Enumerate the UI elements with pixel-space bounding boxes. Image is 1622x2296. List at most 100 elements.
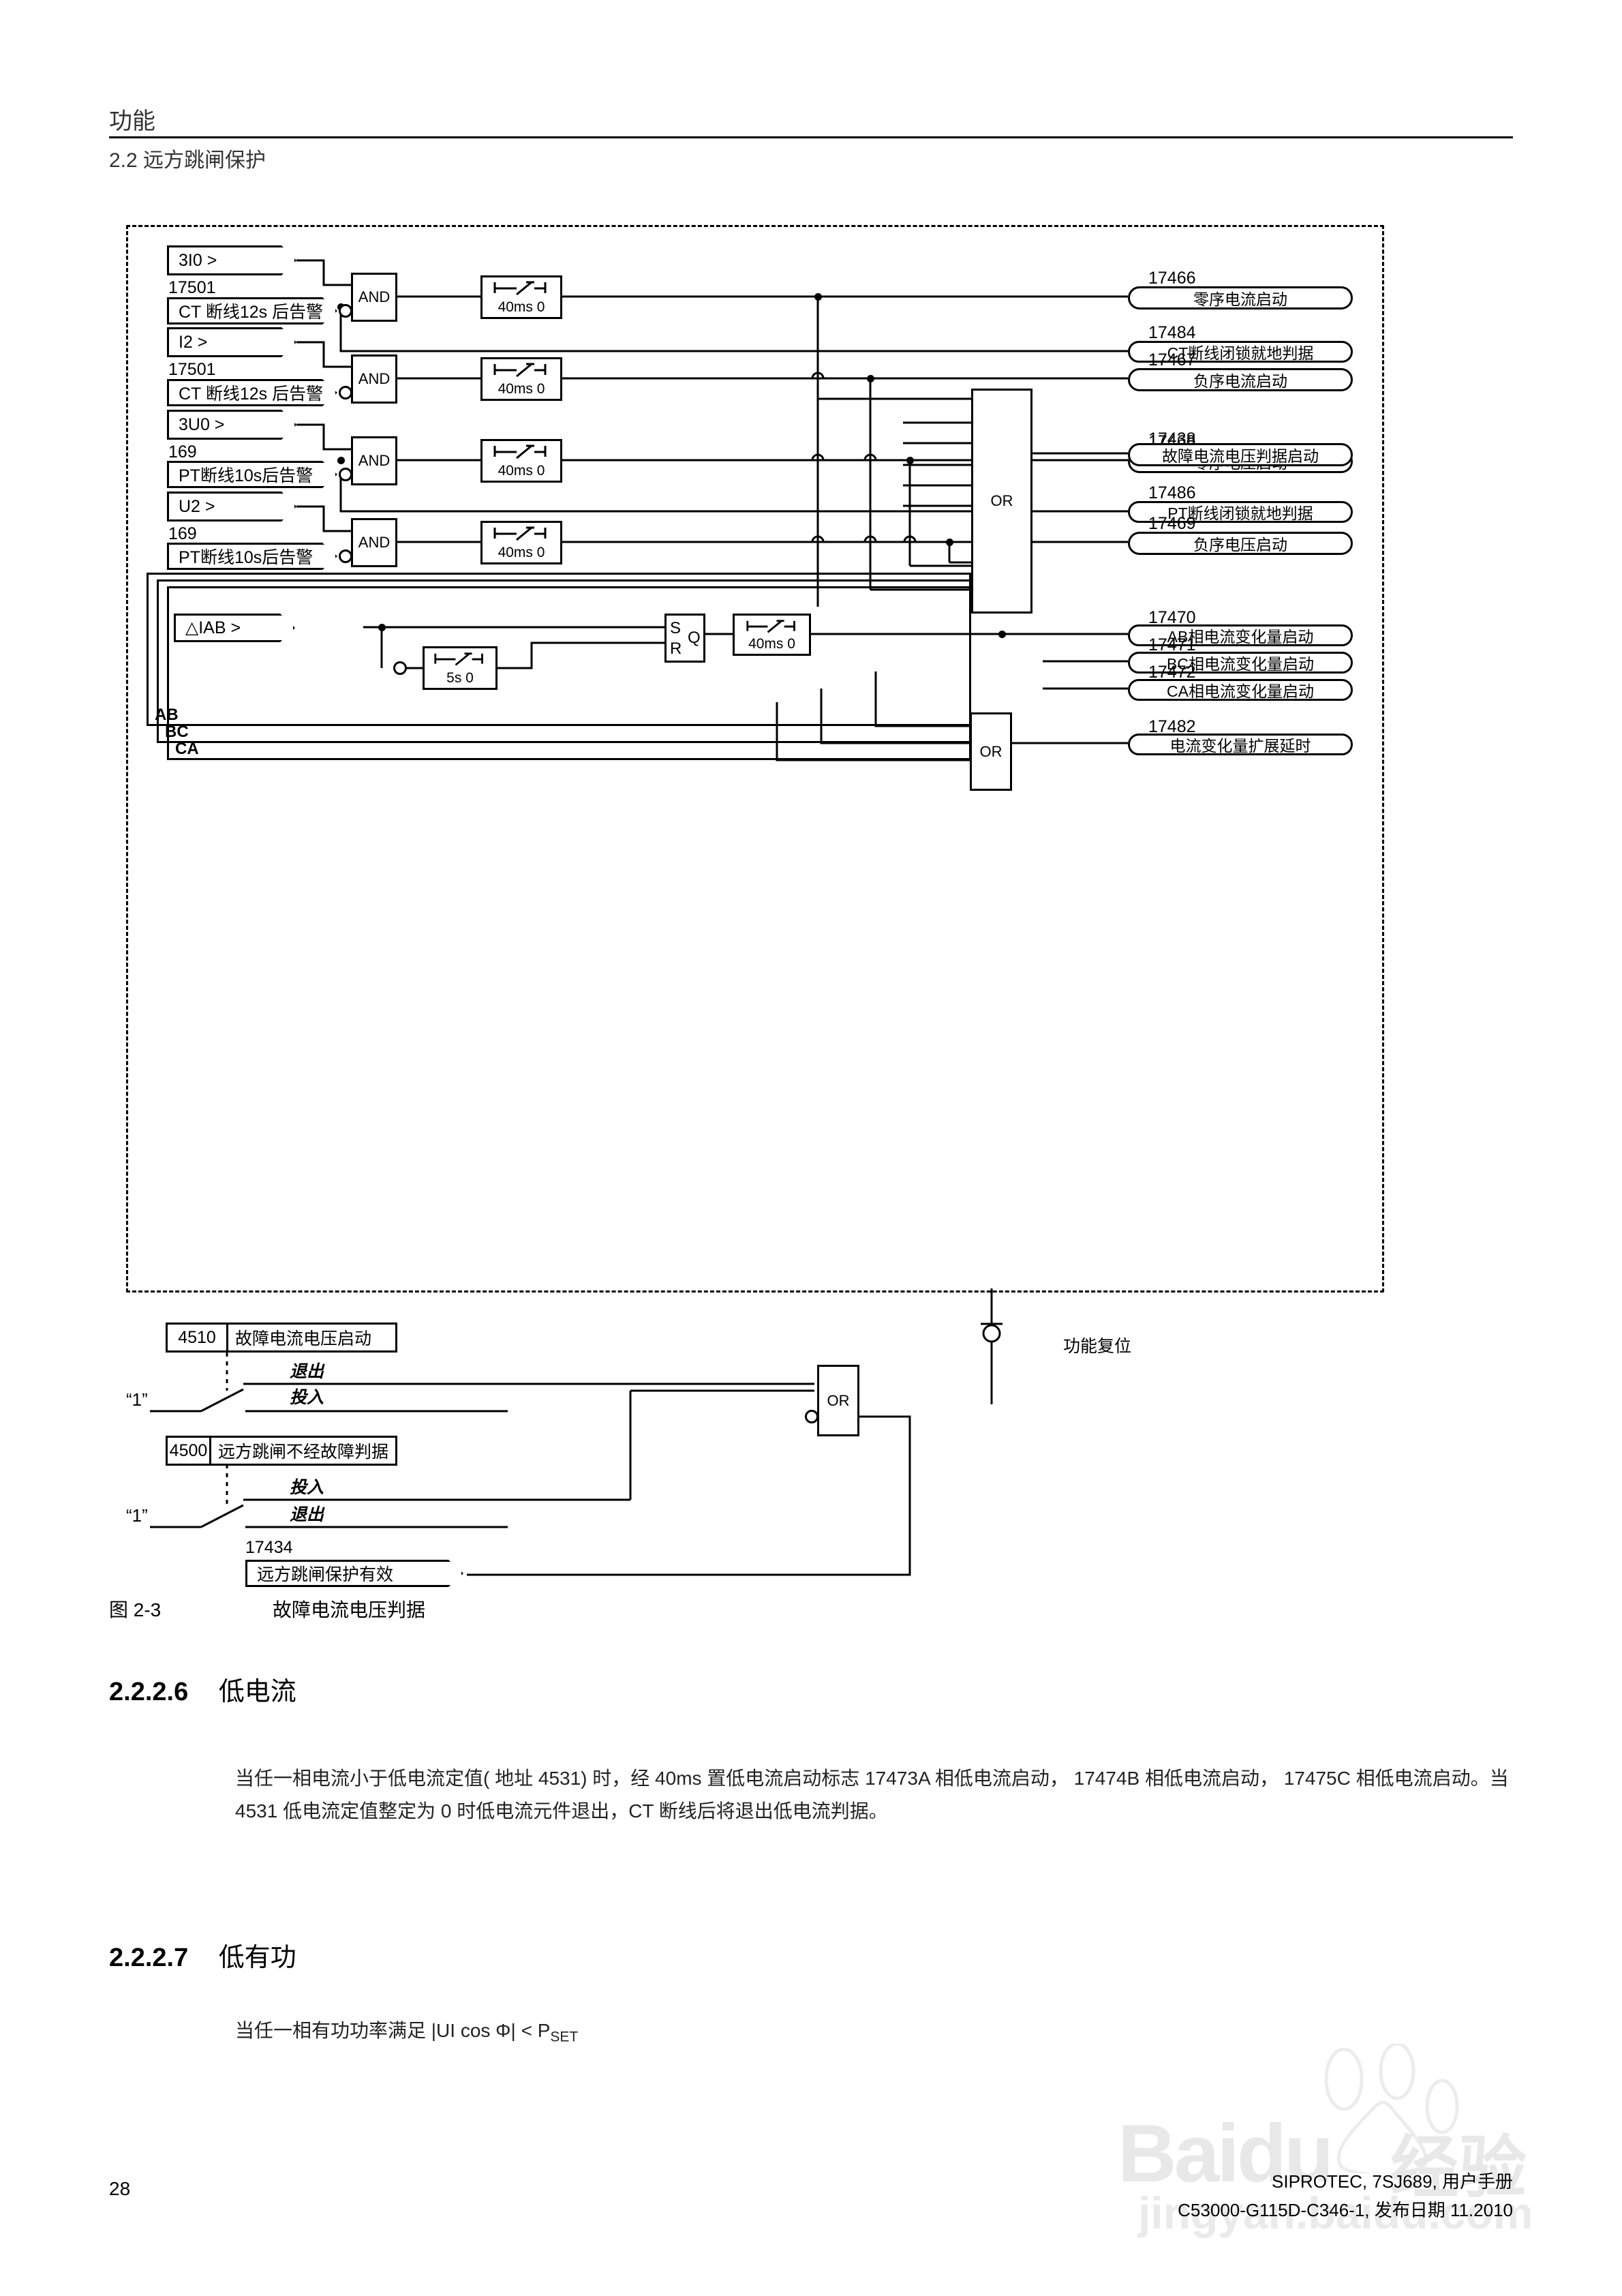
figure-dashed-border: [126, 225, 1384, 1293]
timer-row-1: 40ms 0: [480, 357, 562, 401]
alarm-tag-label: PT断线10s后告警: [179, 548, 313, 567]
and-gate-row-1: AND: [351, 354, 397, 404]
or-gate-main: OR: [971, 389, 1032, 614]
setting-address: 4510: [168, 1325, 228, 1350]
junction-dot: [867, 375, 874, 382]
invert-bubble-row-0: [339, 304, 352, 318]
or-main-output-capsule[interactable]: 故障电流电压判据启动: [1128, 443, 1353, 466]
enable-signal-number: 17434: [245, 1538, 293, 1557]
page-number: 28: [109, 2178, 131, 2199]
timer-icon: [493, 363, 547, 378]
sr-flipflop-s-label: S: [670, 619, 682, 637]
delta-output-capsule-2[interactable]: CA相电流变化量启动: [1128, 679, 1353, 701]
alarm-tag-row-1[interactable]: CT 断线12s 后告警: [167, 379, 337, 406]
or-delta-output-label: 电流变化量扩展延时: [1169, 737, 1311, 755]
section-body-2227: 当任一相有功功率满足 |UI cos Φ| < PSET: [235, 2014, 1516, 2050]
section-title: 低有功: [218, 1944, 296, 1972]
setting-name: 故障电流电压启动: [235, 1329, 372, 1348]
and-gate-label: AND: [358, 452, 391, 469]
switch-label-4500-upper: 投入: [290, 1478, 324, 1497]
phase-group-label-ab: AB: [155, 706, 179, 724]
timer-row-0: 40ms 0: [480, 275, 562, 319]
alarm-tag-row-2[interactable]: PT断线10s后告警: [167, 461, 337, 488]
page-header-section: 2.2 远方跳闸保护: [109, 149, 266, 172]
constant-one-label-4510: “1”: [126, 1389, 148, 1410]
input-tag-row-3[interactable]: U2 >: [167, 492, 296, 522]
and-gate-label: AND: [358, 288, 391, 305]
output-capsule-label: 负序电流启动: [1193, 372, 1287, 390]
delta-output-capsule-1[interactable]: BC相电流变化量启动: [1128, 652, 1353, 674]
delta-output-label: BC相电流变化量启动: [1167, 655, 1314, 673]
block-output-capsule-1[interactable]: PT断线闭锁就地判据: [1128, 501, 1353, 523]
reset-wire-layer: [981, 1288, 1003, 1404]
out-number-row-1: 17467: [1148, 350, 1196, 369]
input-tag-delta-iab[interactable]: △IAB >: [174, 614, 295, 642]
footer-line-1: SIPROTEC, 7SJ689, 用户手册: [1272, 2171, 1513, 2192]
input-tag-row-2[interactable]: 3U0 >: [167, 410, 296, 440]
input-tag-label: 3U0 >: [179, 414, 225, 434]
switch-label-4510-upper: 退出: [290, 1362, 324, 1381]
sr-flipflop: [664, 614, 705, 663]
junction-dot: [337, 457, 345, 464]
timer-row-3: 40ms 0: [480, 521, 562, 564]
output-capsule-label: 负序电压启动: [1193, 536, 1287, 554]
delta-output-capsule-0[interactable]: AB相电流变化量启动: [1128, 624, 1353, 646]
alarm-number-row-3: 169: [168, 524, 197, 543]
input-tag-label: U2 >: [179, 496, 215, 516]
reset-label: 功能复位: [1063, 1337, 1132, 1356]
timer-row-2: 40ms 0: [480, 439, 562, 483]
sr-flipflop-q-label: Q: [688, 629, 701, 647]
and-gate-row-3: AND: [351, 518, 397, 567]
or-gate-label: OR: [990, 492, 1013, 509]
or-delta-output-capsule[interactable]: 电流变化量扩展延时: [1128, 734, 1353, 755]
or-gate-label: OR: [979, 742, 1003, 760]
or-gate-bottom: OR: [817, 1365, 859, 1436]
figure-caption-number: 图 2-3: [109, 1599, 162, 1620]
timer-icon: [493, 281, 547, 296]
input-tag-row-1[interactable]: I2 >: [167, 327, 296, 357]
paw-icon: [1324, 2044, 1459, 2173]
block-output-capsule-0[interactable]: CT断线闭锁就地判据: [1128, 341, 1353, 363]
wire-hops: [811, 372, 917, 543]
setting-box-4510[interactable]: 4510 故障电流电压启动: [166, 1323, 397, 1353]
timer-icon: [746, 620, 795, 633]
timer-label: 40ms 0: [498, 381, 545, 397]
block-output-label: CT断线闭锁就地判据: [1167, 344, 1314, 362]
section-number: 2.2.2.6: [109, 1678, 189, 1706]
enable-signal-label: 远方跳闸保护有效: [257, 1565, 394, 1584]
section-body-subscript: SET: [550, 2029, 579, 2045]
alarm-tag-row-3[interactable]: PT断线10s后告警: [167, 543, 337, 570]
output-capsule-row-3[interactable]: 负序电压启动: [1128, 532, 1353, 555]
invert-bubble-row-2: [339, 468, 352, 481]
enable-signal-tag[interactable]: 远方跳闸保护有效: [245, 1560, 463, 1587]
junction-dot: [998, 631, 1006, 638]
delta-output-label: CA相电流变化量启动: [1167, 682, 1314, 700]
output-capsule-row-1[interactable]: 负序电流启动: [1128, 368, 1353, 391]
or-gate-delta: OR: [970, 712, 1012, 791]
block-output-label: PT断线闭锁就地判据: [1167, 504, 1313, 522]
junction-dot: [378, 624, 386, 631]
alarm-tag-label: CT 断线12s 后告警: [179, 384, 324, 404]
junction-dot: [946, 539, 953, 546]
timer-label: 40ms 0: [748, 636, 795, 652]
out-number-row-3: 17469: [1148, 514, 1196, 533]
setting-address: 4500: [168, 1438, 211, 1464]
timer-icon: [493, 444, 547, 459]
section-number: 2.2.2.7: [109, 1944, 189, 1972]
alarm-tag-row-0[interactable]: CT 断线12s 后告警: [167, 297, 337, 324]
junction-dot: [906, 457, 914, 464]
output-capsule-row-0[interactable]: 零序电流启动: [1128, 286, 1353, 309]
input-tag-row-0[interactable]: 3I0 >: [167, 245, 296, 275]
figure-caption-text: 故障电流电压判据: [273, 1599, 426, 1620]
input-tag-label: 3I0 >: [179, 250, 217, 270]
or-gate-label: OR: [827, 1391, 850, 1409]
footer-line-2: C53000-G115D-C346-1, 发布日期 11.2010: [1178, 2200, 1513, 2220]
setting-box-4500[interactable]: 4500 远方跳闸不经故障判据: [166, 1436, 397, 1466]
and-gate-label: AND: [358, 534, 391, 551]
settings-wire-layer: [150, 1353, 911, 1576]
section-body-text: 当任一相有功功率满足 |UI cos Φ| < P: [235, 2020, 551, 2041]
section-body-2226: 当任一相电流小于低电流定值( 地址 4531) 时，经 40ms 置低电流启动标…: [235, 1768, 1509, 1822]
and-gate-row-2: AND: [351, 436, 397, 485]
section-heading-2227: 2.2.2.7 低有功: [109, 1936, 296, 1974]
